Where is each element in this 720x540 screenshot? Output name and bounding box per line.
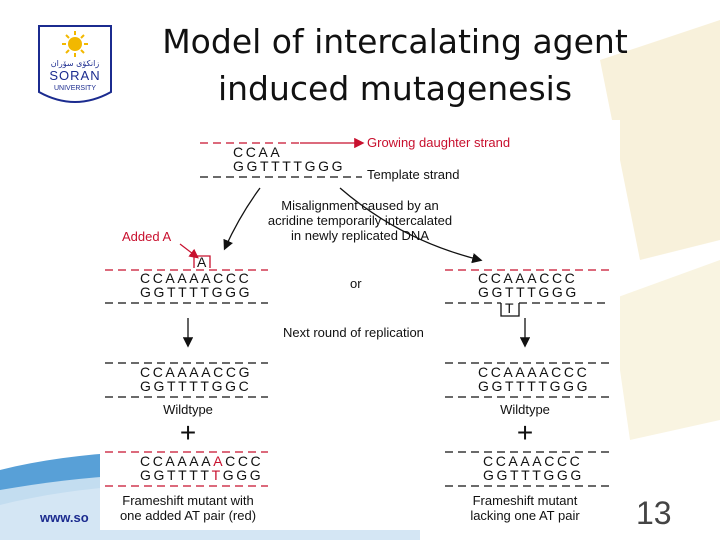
footer-url[interactable]: www.so	[40, 510, 89, 525]
left-curved-arrow	[223, 187, 261, 251]
misalignment-line-3: in newly replicated DNA	[291, 228, 429, 243]
title-line-2: induced mutagenesis	[217, 69, 573, 108]
right-wild-top-seq: CCAAAACCC	[478, 364, 589, 380]
sun-icon	[62, 31, 88, 57]
left-wild-top-seq: CCAAAACCG	[140, 364, 252, 380]
left-wildtype-label: Wildtype	[163, 402, 213, 417]
next-round-label: Next round of replication	[283, 325, 424, 340]
title-line-1: Model of intercalating agent	[162, 22, 628, 61]
growing-strand-label: Growing daughter strand	[367, 135, 510, 150]
logo-arabic-text: زانكۆی سۆران	[51, 59, 100, 68]
right-mid-bottom-seq: GGTTTGGG	[478, 284, 579, 300]
top-template-seq: GGTTTTGGG	[233, 158, 345, 174]
misalignment-line-2: acridine temporarily intercalated	[268, 213, 452, 228]
logo-name-line1: SORAN	[49, 68, 100, 83]
top-growing-seq: CCAA	[233, 144, 282, 160]
right-mut-top-seq: CCAAACCC	[483, 453, 582, 469]
right-plus-sign: +	[517, 417, 533, 448]
right-curved-arrow	[339, 187, 483, 264]
right-mutant-line-2: lacking one AT pair	[470, 508, 580, 523]
left-wild-bottom-seq: GGTTTTGGC	[140, 378, 251, 394]
left-mid-top-seq: CCAAAACCC	[140, 270, 251, 286]
left-mutant-line-2: one added AT pair (red)	[120, 508, 256, 523]
left-mutant-line-1: Frameshift mutant with	[122, 493, 254, 508]
right-loop-letter: T	[505, 300, 516, 316]
page-number: 13	[636, 495, 672, 531]
added-a-label: Added A	[122, 229, 171, 244]
right-wildtype-label: Wildtype	[500, 402, 550, 417]
right-mut-bottom-seq: GGTTTGGG	[483, 467, 584, 483]
left-mid-bottom-seq: GGTTTTGGG	[140, 284, 252, 300]
right-wild-bottom-seq: GGTTTTGGG	[478, 378, 590, 394]
template-strand-label: Template strand	[367, 167, 460, 182]
left-mut-top-seq: CCAAAAACCC	[140, 453, 263, 469]
right-mutant-line-1: Frameshift mutant	[473, 493, 578, 508]
left-plus-sign: +	[180, 417, 196, 448]
left-mut-bottom-seq: GGTTTTTGGG	[140, 467, 263, 483]
logo-name-line2: UNIVERSITY	[54, 85, 96, 92]
added-a-loop	[193, 255, 211, 268]
right-mid-top-seq: CCAAACCC	[478, 270, 577, 286]
mutagenesis-diagram: Growing daughter strand CCAA GGTTTTGGG T…	[100, 120, 620, 530]
slide-title: Model of intercalating agent induced mut…	[140, 18, 650, 112]
misalignment-line-1: Misalignment caused by an	[281, 198, 439, 213]
added-a-letter: A	[197, 254, 209, 270]
university-logo: زانكۆی سۆران SORAN UNIVERSITY	[35, 22, 115, 114]
added-a-pointer	[179, 243, 199, 259]
or-label: or	[350, 276, 362, 291]
right-loop	[500, 303, 520, 317]
